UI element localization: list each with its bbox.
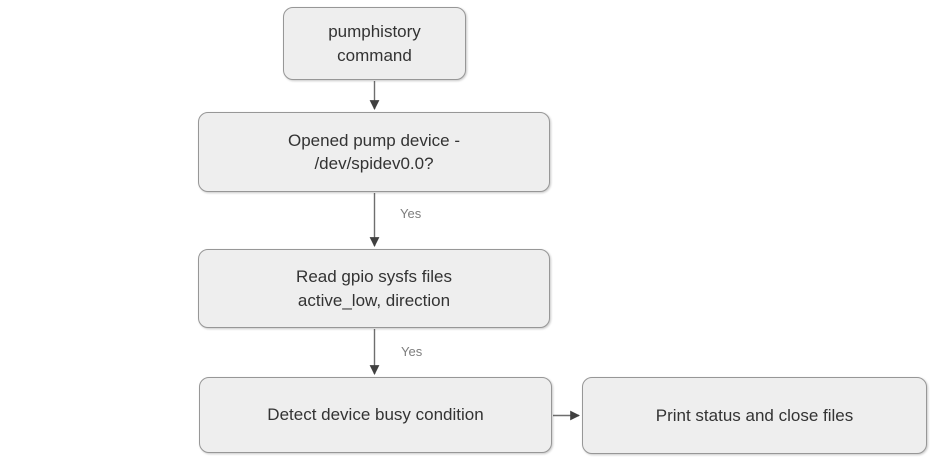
node-label: Read gpio sysfs files active_low, direct… (296, 267, 452, 310)
node-label: Print status and close files (655, 405, 854, 425)
edge-label-yes-1: Yes (400, 206, 422, 221)
node-detect-device-busy: Detect device busy condition (199, 377, 552, 453)
node-print-status-close: Print status and close files (582, 377, 927, 454)
node-label: pumphistory command (328, 22, 421, 65)
node-label: Opened pump device - /dev/spidev0.0? (288, 130, 460, 173)
node-label: Detect device busy condition (267, 405, 484, 425)
node-pumphistory-command: pumphistory command (283, 7, 466, 80)
edge-label-yes-2: Yes (401, 344, 423, 359)
node-opened-pump-device: Opened pump device - /dev/spidev0.0? (198, 112, 550, 192)
node-read-gpio-sysfs-files: Read gpio sysfs files active_low, direct… (198, 249, 550, 328)
